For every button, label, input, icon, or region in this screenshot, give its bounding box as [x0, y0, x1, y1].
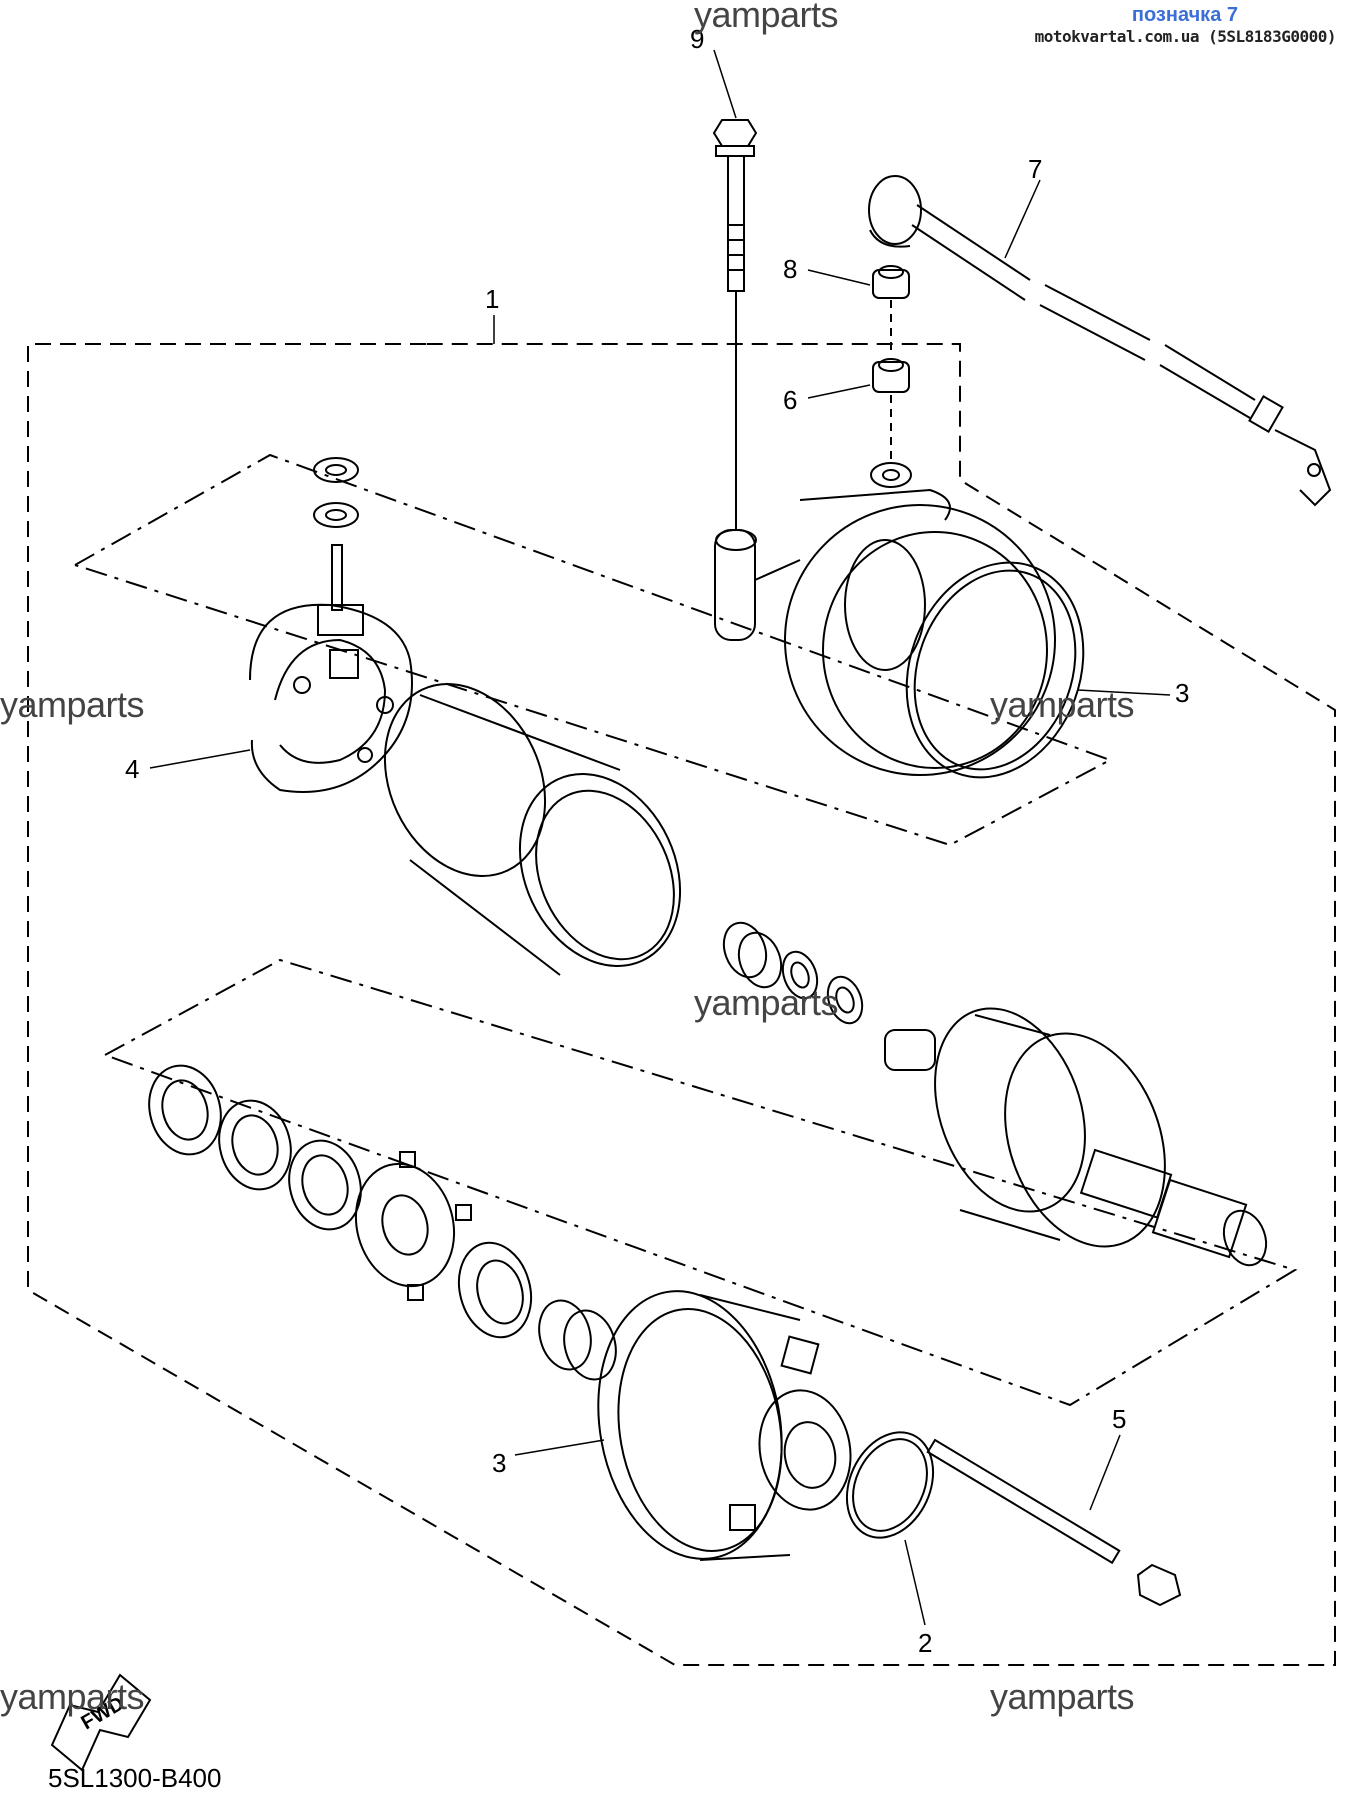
nut-6 [872, 358, 910, 393]
washer-mid-1 [781, 950, 819, 1000]
lock-plate [354, 1151, 472, 1301]
o-ring-top [905, 561, 1085, 779]
bolt-9 [712, 119, 758, 530]
bushing [722, 921, 783, 989]
callout-3-bottom: 3 [492, 1448, 506, 1478]
front-cover [714, 488, 1056, 776]
watermark: yamparts [990, 684, 1135, 725]
washer-low-2 [218, 1099, 292, 1191]
diagram-code: 5SL1300-B400 [48, 1763, 222, 1793]
watermark: yamparts [0, 1676, 145, 1717]
callout-7: 7 [1028, 154, 1042, 184]
yoke [383, 682, 682, 976]
leader-5 [1089, 1434, 1121, 1511]
watermark: yamparts [694, 982, 839, 1023]
leader-7 [1004, 179, 1041, 259]
leader-8 [807, 269, 871, 286]
watermark: yamparts [0, 684, 145, 725]
leader-4 [149, 749, 251, 769]
callout-5: 5 [1112, 1404, 1126, 1434]
needle-bearing [538, 1299, 617, 1381]
leader-6 [807, 384, 871, 399]
washer-low-3 [288, 1139, 362, 1231]
lower-plane [104, 958, 1298, 1407]
watermark: yamparts [990, 1676, 1135, 1717]
header-title: позначка 7 [1131, 4, 1238, 26]
callout-1: 1 [485, 284, 499, 314]
callout-8: 8 [783, 254, 797, 284]
washer-low-1 [148, 1064, 222, 1156]
callout-4: 4 [125, 754, 139, 784]
upper-plane [74, 453, 1113, 847]
callout-6: 6 [783, 385, 797, 415]
rear-cover [597, 1290, 852, 1561]
leader-3-top [1077, 689, 1171, 696]
armature [884, 1007, 1268, 1267]
leader-9 [713, 49, 737, 119]
header-subtitle: motokvartal.com.ua (5SL8183G0000) [1034, 27, 1337, 46]
callout-2: 2 [918, 1628, 932, 1658]
washer-mid-2 [826, 975, 864, 1025]
leader-3-bottom [514, 1439, 605, 1456]
callout-9: 9 [690, 24, 704, 54]
brush-holder-4 [249, 457, 413, 793]
callout-3-top: 3 [1175, 678, 1189, 708]
o-ring-2 [845, 1431, 935, 1539]
nut-8 [872, 265, 910, 299]
bearing [457, 1241, 533, 1339]
cable-7 [868, 175, 1332, 507]
washer-top [870, 462, 912, 488]
fwd-arrow [50, 1673, 152, 1772]
bolt-5 [926, 1438, 1182, 1607]
watermark: yamparts [694, 0, 839, 35]
leader-2 [904, 1539, 926, 1626]
assembly-outline [27, 343, 1336, 1666]
